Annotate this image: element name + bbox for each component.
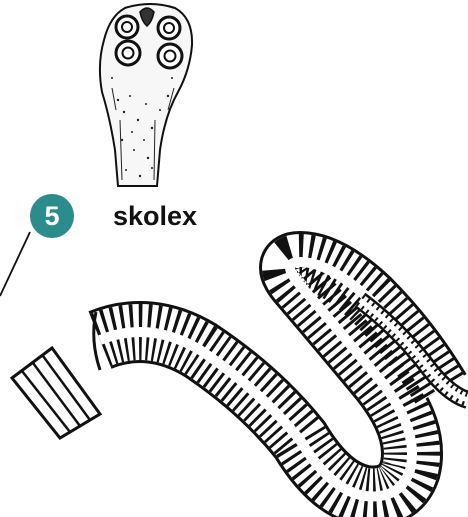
scolex-head <box>100 4 192 186</box>
callout-leader-line <box>0 232 30 296</box>
sucker-bottom-left <box>116 41 140 65</box>
callout-number: 5 <box>44 203 59 230</box>
strobila <box>94 262 468 496</box>
callout-number-badge: 5 <box>30 194 74 238</box>
sucker-top-left <box>116 16 138 38</box>
detached-segment <box>12 348 100 438</box>
sucker-top-right <box>158 17 180 39</box>
callout-label: skolex <box>113 200 197 232</box>
sucker-bottom-right <box>158 44 182 68</box>
